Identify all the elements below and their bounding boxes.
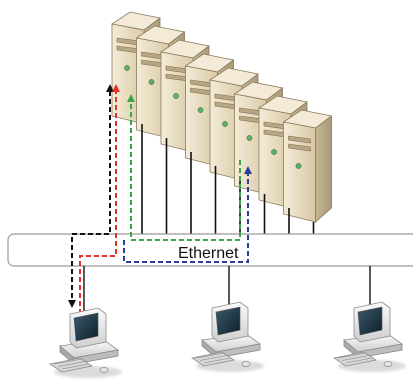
path-black-arrow-up [106, 84, 114, 92]
power-indicator-icon [173, 93, 179, 99]
keyboard [332, 351, 378, 367]
mouse [241, 361, 251, 367]
monitor-screen [357, 306, 383, 336]
path-blue [123, 168, 249, 263]
server-tower [282, 109, 333, 223]
path-red-arrow-up [112, 84, 120, 92]
desktop-computer-icon [190, 301, 264, 372]
monitor-screen [73, 312, 99, 342]
desktop-computer-icon [332, 301, 406, 372]
keyboard [48, 357, 94, 373]
server-tower [233, 81, 284, 195]
mouse [99, 367, 109, 373]
power-indicator-icon [148, 79, 155, 85]
ethernet-bus: Ethernet [7, 233, 413, 267]
desktop-computer-icon [48, 307, 122, 378]
power-indicator-icon [271, 149, 277, 155]
ethernet-bus-bar [7, 233, 413, 267]
power-indicator-icon [124, 65, 130, 71]
path-black [71, 86, 111, 306]
power-indicator-icon [197, 107, 204, 113]
keyboard [190, 351, 236, 367]
path-green [130, 96, 241, 241]
server-rack-group [110, 11, 333, 223]
client-computers [48, 301, 406, 378]
ethernet-label: Ethernet [178, 245, 239, 262]
path-red [79, 86, 117, 322]
mouse [383, 361, 393, 367]
power-indicator-icon [246, 135, 253, 141]
power-indicator-icon [295, 163, 302, 169]
path-blue-arrow-up [244, 166, 252, 174]
drive-bay [288, 135, 311, 144]
server-side-panel [315, 115, 332, 223]
path-black-arrow-down [68, 300, 76, 308]
drive-bay [288, 143, 311, 152]
data-paths [68, 84, 252, 322]
monitor-screen [215, 306, 241, 336]
power-indicator-icon [222, 121, 228, 127]
path-green-arrow-up [127, 94, 135, 102]
